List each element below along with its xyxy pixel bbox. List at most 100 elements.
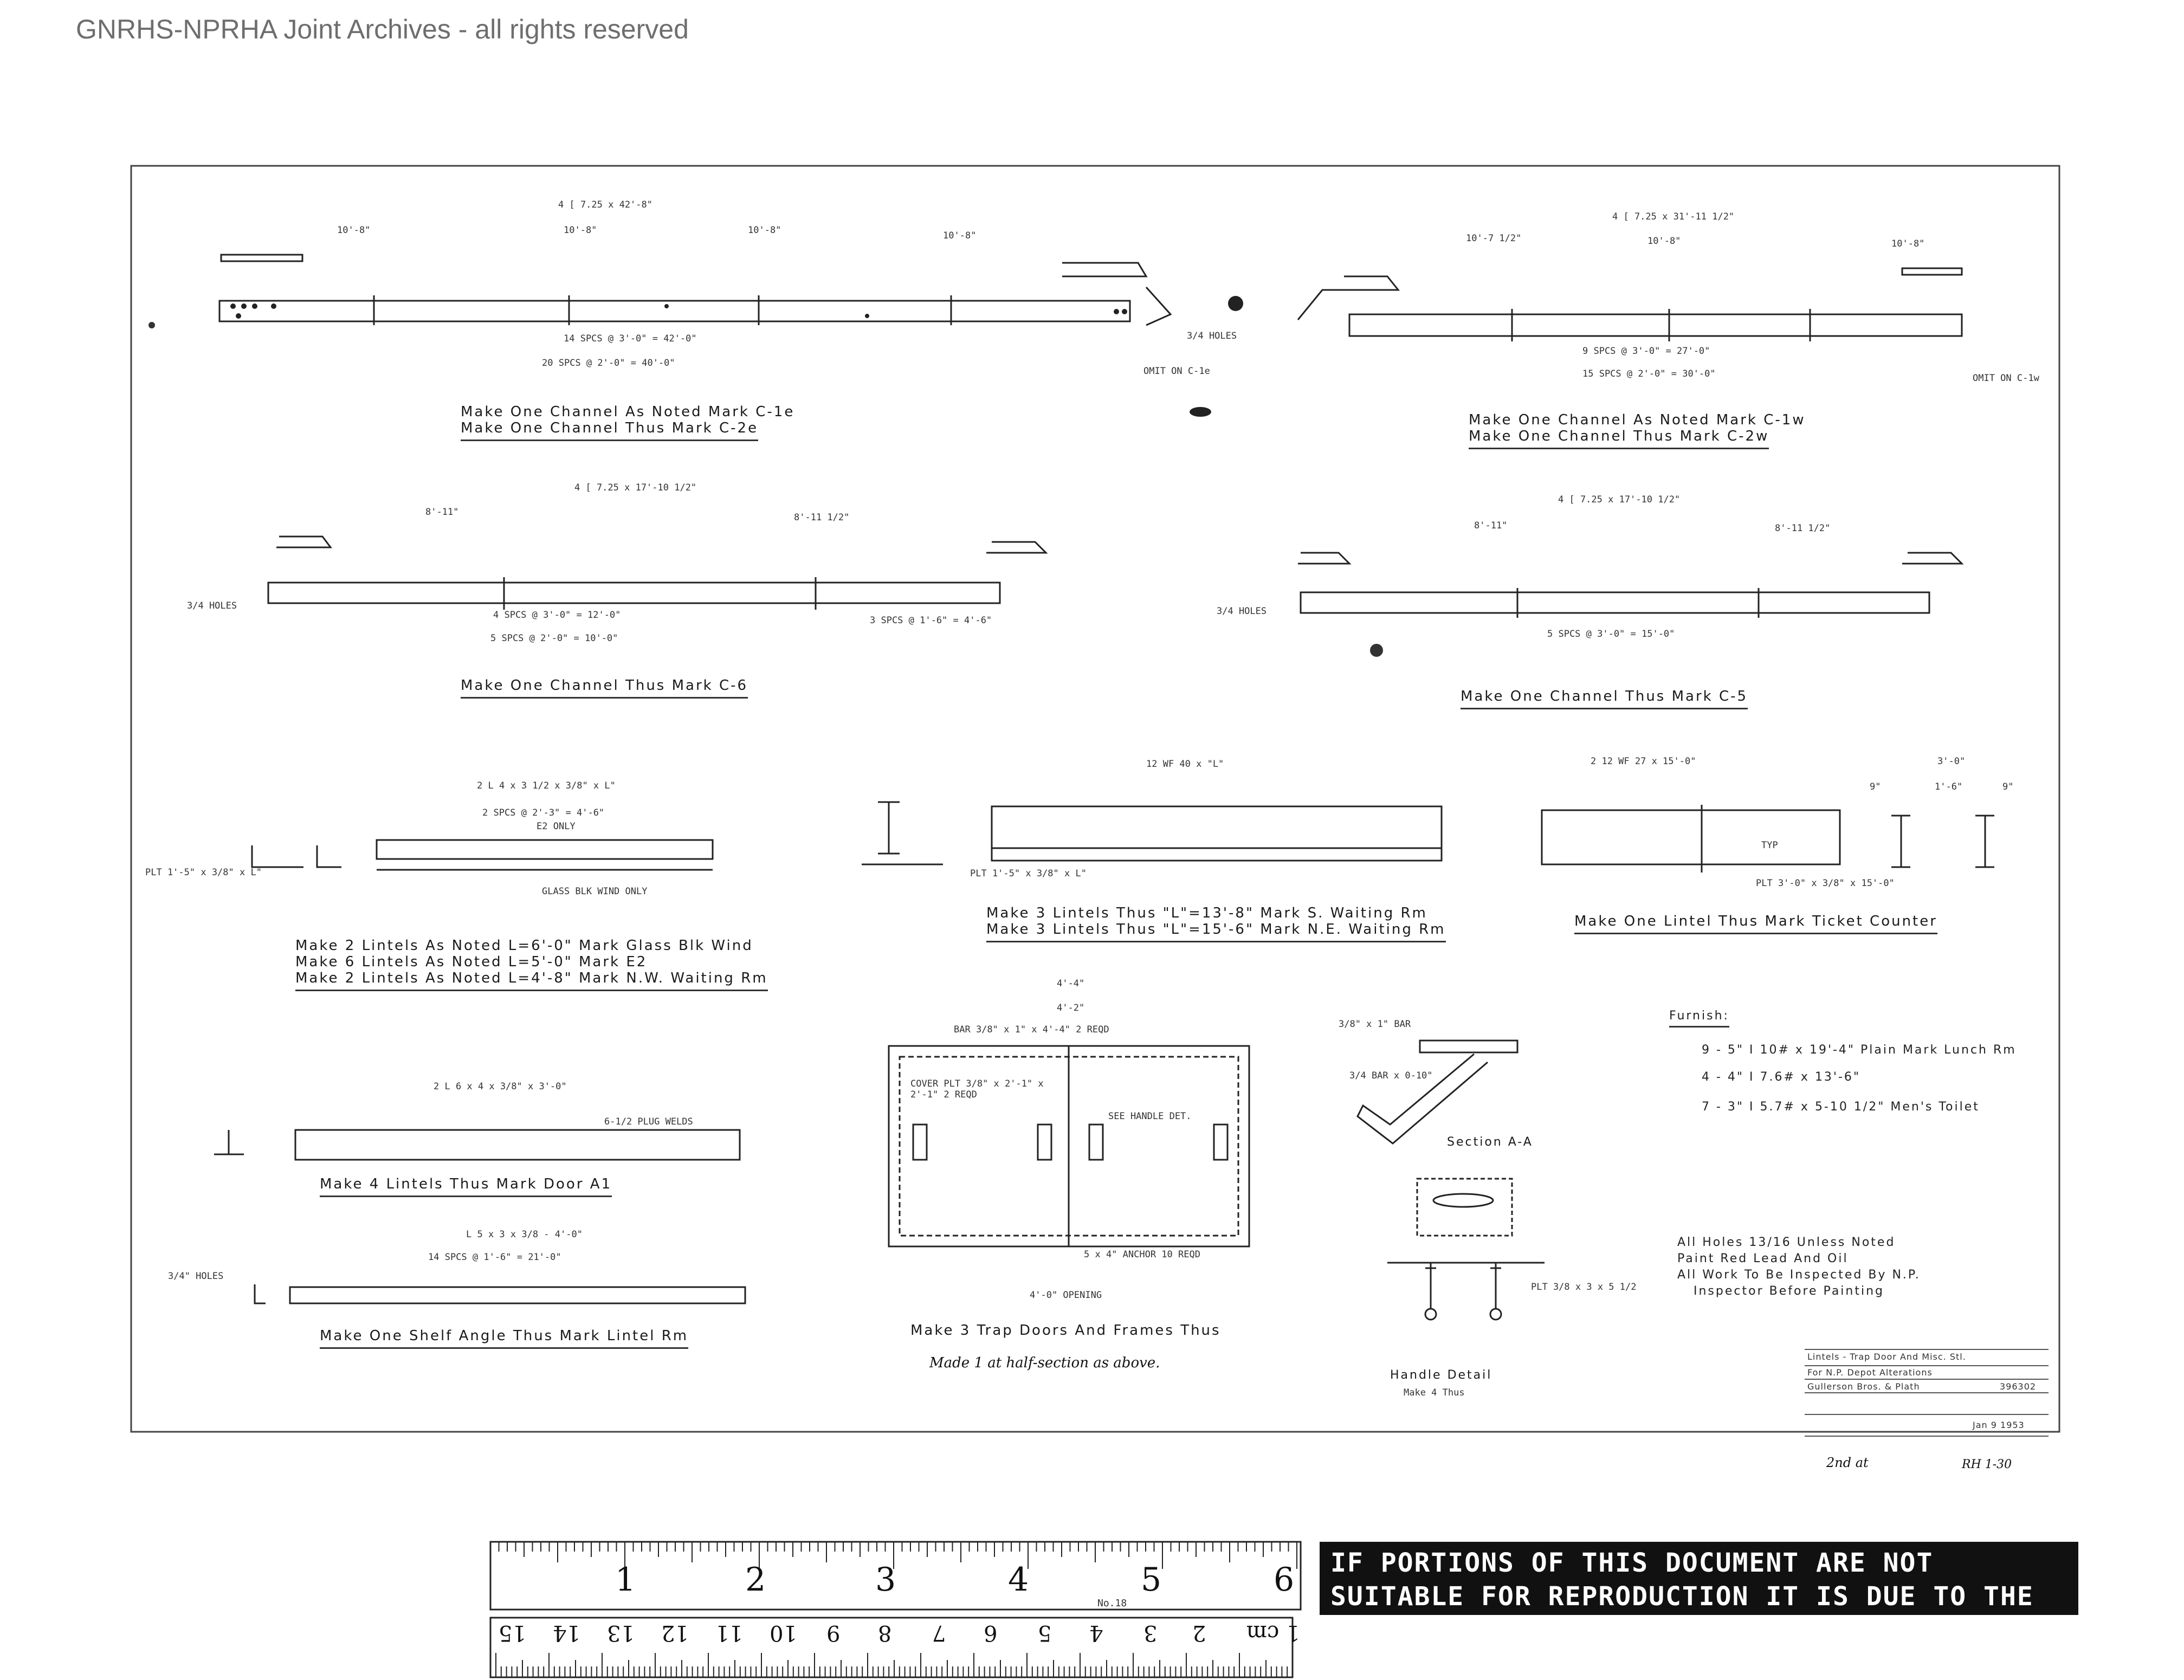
ruler-cm-5: 5 <box>1038 1620 1052 1645</box>
handle-section-label: Section A-A <box>1447 1135 1533 1149</box>
ticket-dim-1: 3'-0" <box>1937 756 1966 767</box>
reproduction-notice: IF PORTIONS OF THIS DOCUMENT ARE NOT SUI… <box>1320 1542 2078 1645</box>
ruler-cm-8: 8 <box>878 1620 892 1645</box>
c1w-caption-1: Make One Channel As Noted Mark C-1w <box>1469 412 1806 428</box>
c6-dim-2: 8'-11 1/2" <box>794 512 850 523</box>
c5-caption: Make One Channel Thus Mark C-5 <box>1461 688 1748 709</box>
c1e-dim-4: 10'-8" <box>943 230 977 241</box>
note-2: Paint Red Lead And Oil <box>1677 1252 1849 1265</box>
c1e-caption-2: Make One Channel Thus Mark C-2e <box>461 420 759 441</box>
c6-spacing-2: 5 SPCS @ 2'-0" = 10'-0" <box>490 633 618 644</box>
c1e-holes: 3/4 HOLES <box>1187 331 1237 341</box>
trapdoor-handwritten-note: Made 1 at half-section as above. <box>929 1355 1160 1371</box>
handle-caption-2: Make 4 Thus <box>1404 1387 1465 1398</box>
lintel2-size: 12 WF 40 x "L" <box>1146 759 1224 770</box>
c6-spacing-3: 3 SPCS @ 1'-6" = 4'-6" <box>870 615 992 626</box>
c1e-caption-1: Make One Channel As Noted Mark C-1e <box>461 404 795 420</box>
title-block-frame <box>1805 1349 2049 1437</box>
lintel1-caption-3: Make 2 Lintels As Noted L=4'-8" Mark N.W… <box>295 970 768 991</box>
handle-bar-2: 3/4 BAR x 0-10" <box>1349 1070 1433 1081</box>
trapdoor-dim-2: 4'-2" <box>1057 1003 1085 1013</box>
handle-bar-1: 3/8" x 1" BAR <box>1339 1019 1411 1030</box>
lintel-wf-drawing <box>862 801 1443 865</box>
title-block-line-1: Lintels - Trap Door And Misc. Stl. <box>1807 1352 1966 1362</box>
doorA1-welds: 6-1/2 PLUG WELDS <box>604 1116 693 1127</box>
ruler-cm-4: 4 <box>1089 1620 1103 1645</box>
c1e-spacing-2: 20 SPCS @ 2'-0" = 40'-0" <box>542 358 675 369</box>
ruler-cm-13: 13 <box>607 1620 635 1645</box>
ticket-typ: TYP <box>1761 840 1778 851</box>
channel-c1w-drawing <box>1297 267 1963 341</box>
c1w-dim-3: 10'-8" <box>1891 238 1925 249</box>
furnish-item-2: 4 - 4" I 7.6# x 13'-6" <box>1702 1070 1861 1084</box>
c6-size: 4 [ 7.25 x 17'-10 1/2" <box>574 482 697 493</box>
c1e-dim-2: 10'-8" <box>564 225 597 236</box>
ruler-cm-14: 14 <box>553 1620 580 1645</box>
furnish-title: Furnish: <box>1669 1009 1729 1028</box>
archive-watermark: GNRHS-NPRHA Joint Archives - all rights … <box>76 14 689 44</box>
lintel2-plate: PLT 1'-5" x 3/8" x L" <box>970 868 1087 879</box>
c5-holes: 3/4 HOLES <box>1217 606 1267 617</box>
handle-detail-drawing <box>1356 1039 1545 1321</box>
lintel2-caption-1: Make 3 Lintels Thus "L"=13'-8" Mark S. W… <box>986 905 1427 921</box>
shelf-size: L 5 x 3 x 3/8 - 4'-0" <box>466 1229 583 1240</box>
note-1: All Holes 13/16 Unless Noted <box>1677 1236 1896 1249</box>
ruler-cm-6: 6 <box>984 1620 998 1645</box>
lintel1-plate: PLT 1'-5" x 3/8" x L" <box>145 867 262 878</box>
note-4: Inspector Before Painting <box>1694 1284 1884 1298</box>
channel-c5-drawing <box>1298 552 1964 618</box>
ruler-inch-6: 6 <box>1274 1561 1295 1599</box>
title-block-number: 396302 <box>2000 1381 2037 1392</box>
ruler-inch-3: 3 <box>875 1561 896 1599</box>
ruler-maker-label: No.18 <box>1097 1598 1127 1609</box>
shelf-holes: 3/4" HOLES <box>168 1271 224 1282</box>
c5-size: 4 [ 7.25 x 17'-10 1/2" <box>1558 494 1681 505</box>
c6-spacing-1: 4 SPCS @ 3'-0" = 12'-0" <box>493 610 621 621</box>
trapdoor-frame-drawing <box>888 1045 1250 1248</box>
shelf-angle-drawing <box>254 1284 746 1304</box>
title-block-line-3: Gullerson Bros. & Plath <box>1807 1381 1920 1392</box>
ruler-cm-10: 10 <box>770 1620 797 1645</box>
title-block-rh: RH 1-30 <box>1962 1458 2012 1471</box>
doorA1-caption: Make 4 Lintels Thus Mark Door A1 <box>320 1176 612 1197</box>
ruler-cm-15: 15 <box>499 1620 526 1645</box>
trapdoor-bar: BAR 3/8" x 1" x 4'-4" 2 REQD <box>954 1024 1109 1035</box>
sheet-border <box>130 165 2060 1433</box>
c1e-dim-3: 10'-8" <box>748 225 781 236</box>
lintel1-spacing: 2 SPCS @ 2'-3" = 4'-6" <box>482 807 605 818</box>
c6-holes: 3/4 HOLES <box>187 600 237 611</box>
ticket-plate: PLT 3'-0" x 3/8" x 15'-0" <box>1756 878 1895 889</box>
c1e-dim-1: 10'-8" <box>337 225 371 236</box>
trapdoor-handle-ref: SEE HANDLE DET. <box>1108 1111 1192 1122</box>
ruler-cm-2: 2 <box>1192 1620 1206 1645</box>
ticket-caption: Make One Lintel Thus Mark Ticket Counter <box>1574 913 1937 934</box>
lintel1-caption-1: Make 2 Lintels As Noted L=6'-0" Mark Gla… <box>295 938 753 954</box>
trapdoor-caption: Make 3 Trap Doors And Frames Thus <box>910 1322 1221 1339</box>
ticket-size: 2 12 WF 27 x 15'-0" <box>1591 756 1696 767</box>
ruler-cm-1: 1 cm <box>1246 1620 1300 1645</box>
trapdoor-dim-1: 4'-4" <box>1057 978 1085 989</box>
lintel1-note: E2 ONLY <box>537 821 576 832</box>
lintel-angle-drawing <box>251 839 714 871</box>
ticket-dim-2: 9" <box>1870 781 1881 792</box>
shelf-spacing: 14 SPCS @ 1'-6" = 21'-0" <box>428 1252 561 1263</box>
ticket-dim-3: 1'-6" <box>1935 781 1963 792</box>
trapdoor-opening: 4'-0" OPENING <box>1030 1290 1102 1301</box>
ruler-inch-4: 4 <box>1008 1561 1029 1599</box>
doorA1-size: 2 L 6 x 4 x 3/8" x 3'-0" <box>434 1081 567 1092</box>
ruler-cm-9: 9 <box>826 1620 841 1645</box>
ticket-dim-4: 9" <box>2002 781 2014 792</box>
ruler-cm-3: 3 <box>1143 1620 1158 1645</box>
c6-caption: Make One Channel Thus Mark C-6 <box>461 677 748 699</box>
c1e-omit: OMIT ON C-1e <box>1143 366 1210 377</box>
c1w-dim-2: 10'-8" <box>1647 236 1681 247</box>
c1w-spacing-1: 9 SPCS @ 3'-0" = 27'-0" <box>1582 346 1710 357</box>
lintel1-size: 2 L 4 x 3 1/2 x 3/8" x L" <box>477 780 616 791</box>
handle-plate: PLT 3/8 x 3 x 5 1/2 <box>1531 1282 1637 1293</box>
c1w-omit: OMIT ON C-1w <box>1973 373 2039 384</box>
lintel1-glass: GLASS BLK WIND ONLY <box>542 886 648 897</box>
ruler-cm-12: 12 <box>661 1620 689 1645</box>
ruler-inch-5: 5 <box>1141 1561 1162 1599</box>
c5-dim-1: 8'-11" <box>1474 520 1508 531</box>
handle-caption-1: Handle Detail <box>1390 1368 1492 1382</box>
